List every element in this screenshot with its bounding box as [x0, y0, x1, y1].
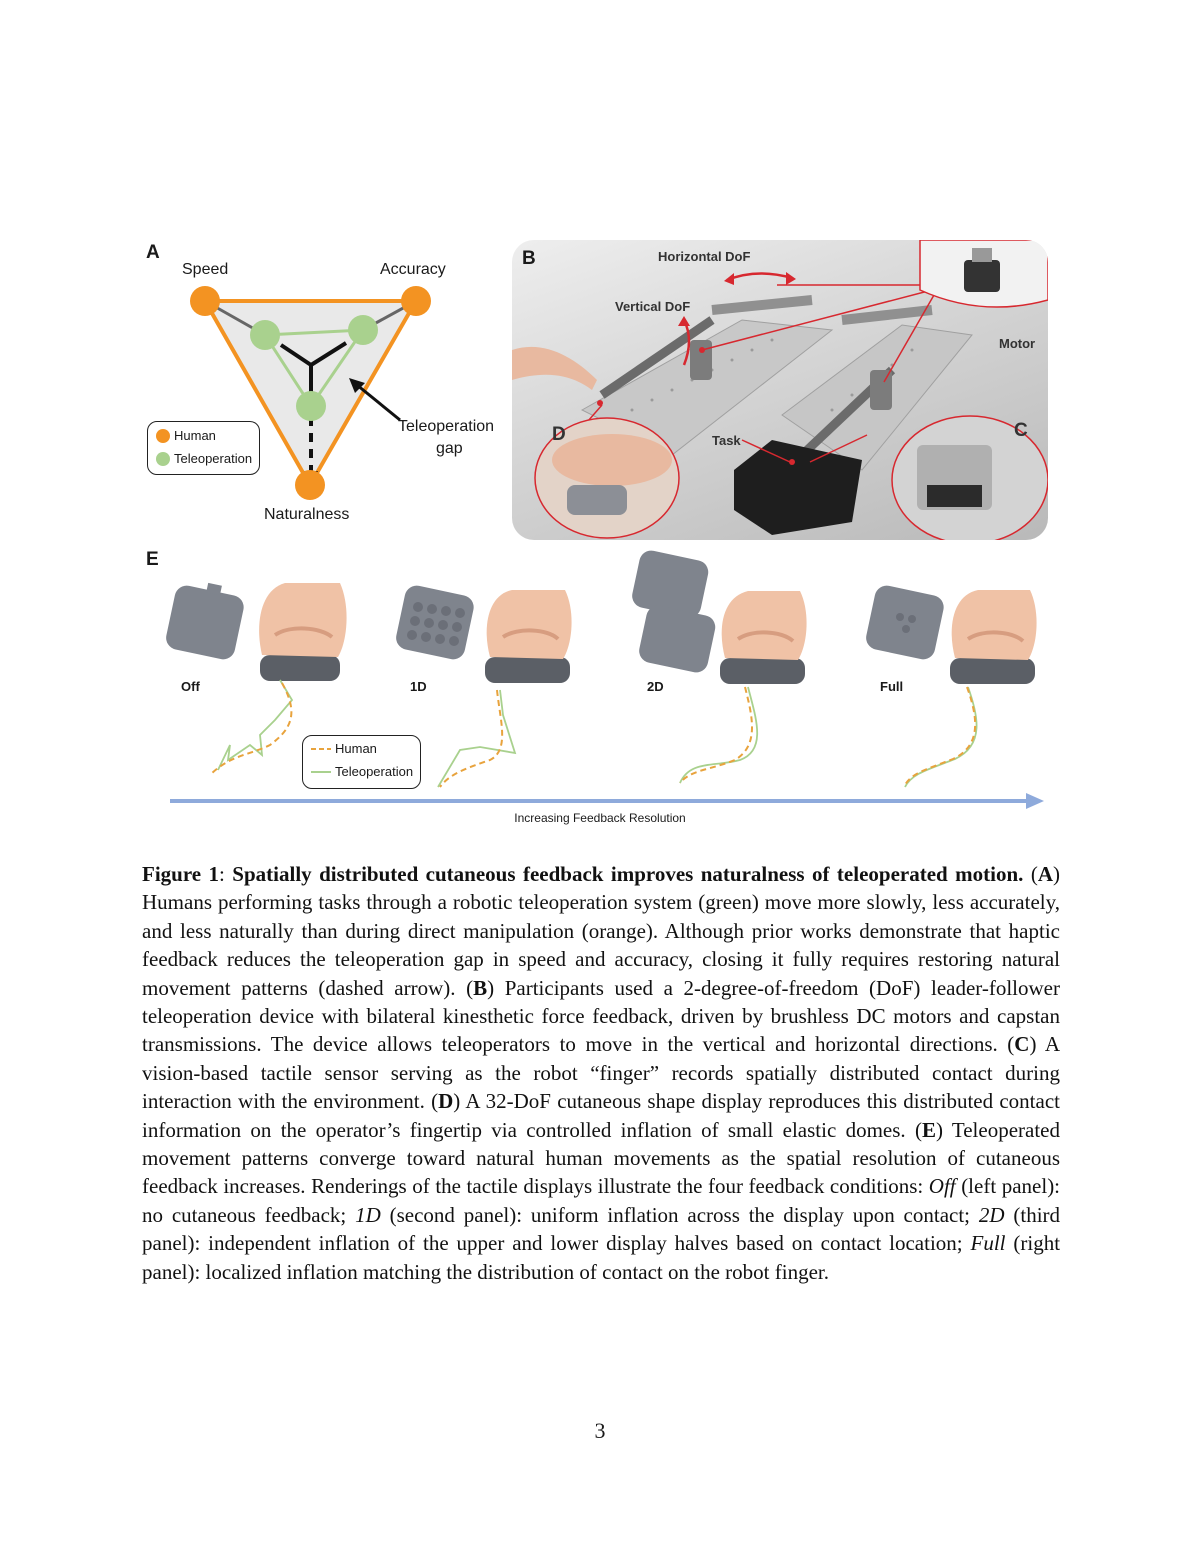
full-teleop-path [904, 686, 978, 788]
caption-label-a: A [1037, 862, 1053, 886]
caption-text-e-2: (left panel): no cutaneous feedback; [142, 1174, 1061, 1227]
human-trajectory-legend: Human [335, 741, 377, 756]
condition-2d-label: 2D [647, 679, 664, 694]
caption-text-c: A vision-based tactile sensor serving as… [142, 1032, 1060, 1114]
1d-display [396, 585, 572, 683]
caption-label-d: D [438, 1089, 454, 1114]
figure-caption: Figure 1: Spatially distributed cutaneou… [142, 862, 1061, 1284]
teleop-legend-label: Teleoperation [174, 451, 253, 466]
off-teleop-path [217, 679, 294, 771]
human-naturalness-dot [295, 470, 325, 500]
motor-label: Motor [999, 336, 1036, 351]
leader-arm-top [711, 295, 813, 315]
teleop-legend-marker [156, 452, 170, 466]
feedback-resolution-label: Increasing Feedback Resolution [514, 811, 686, 825]
caption-text-e-1: Teleoperated movement patterns converge … [142, 1117, 1060, 1199]
human-legend-marker [156, 429, 170, 443]
condition-off-label: Off [181, 679, 200, 694]
human-legend-label: Human [174, 428, 216, 443]
figure-label: Figure 1 [142, 862, 220, 886]
gap-pointer-arrow [349, 378, 401, 422]
leader-arm [599, 316, 715, 399]
human-speed-dot [190, 286, 220, 316]
follower-motor-body [870, 370, 892, 410]
horizontal-dof-label: Horizontal DoF [658, 249, 751, 264]
panel-e-letter: E [146, 549, 159, 570]
term-full: Full [970, 1231, 1006, 1256]
feedback-resolution-arrow [170, 793, 1044, 809]
condition-1d-label: 1D [410, 679, 427, 694]
inset-c-letter: C [1014, 420, 1028, 441]
term-off: Off [928, 1174, 956, 1199]
teleop-triangle [262, 328, 366, 409]
human-accuracy-dot [401, 286, 431, 316]
motor-pointer-2 [701, 289, 933, 351]
full-display [866, 585, 1037, 684]
term-1d: 1D [355, 1202, 381, 1227]
caption-text-a: Humans performing tasks through a roboti… [142, 890, 1060, 1000]
tactile-display-renderings [166, 550, 1037, 684]
sensor-pointer [809, 434, 868, 463]
triangle-diagram [190, 286, 431, 500]
caption-text-e-4: (third panel): independent inflation of … [142, 1202, 1061, 1256]
follower-arm-top [841, 305, 933, 325]
movement-trajectories [209, 679, 978, 788]
center-spoke-2 [309, 341, 348, 367]
task-box [734, 440, 862, 535]
teleop-trajectory-legend: Teleoperation [335, 764, 414, 779]
panel-b-letter: B [522, 248, 536, 269]
leader-motor-body [690, 340, 712, 380]
caption-text-d: A 32-DoF cutaneous shape display reprodu… [142, 1089, 1060, 1142]
inset-d-letter: D [552, 424, 566, 445]
teleoperation-gap-label-line2: gap [436, 440, 463, 457]
teleoperation-gap-label-line1: Teleoperation [398, 418, 495, 435]
panel-a-letter: A [146, 242, 160, 263]
2d-human-path [679, 686, 753, 784]
caption-label-b: B [473, 975, 488, 1000]
term-2d: 2D [978, 1202, 1005, 1227]
center-spoke-1 [279, 343, 313, 367]
panel-e-legend: Human Teleoperation [302, 735, 421, 789]
horizontal-dof-arrow [726, 272, 793, 282]
teleop-naturalness-dot [296, 391, 326, 421]
task-pointer [741, 439, 791, 463]
caption-text-e-5: (right panel): localized inflation match… [142, 1231, 1061, 1284]
accuracy-label: Accuracy [380, 261, 446, 278]
figure-title: Spatially distributed cutaneous feedback… [232, 862, 1024, 886]
1d-human-path [439, 689, 504, 788]
plate-holes [630, 338, 914, 412]
1d-teleop-path [437, 689, 517, 788]
speed-label: Speed [182, 261, 229, 278]
full-human-path [903, 686, 977, 788]
condition-full-label: Full [880, 679, 904, 694]
caption-label-c: C [1014, 1032, 1030, 1057]
task-label: Task [712, 433, 741, 448]
motor-pointer-3 [883, 294, 935, 383]
panel-a-legend: Human Teleoperation [147, 421, 260, 475]
teleop-speed-dot [250, 320, 280, 350]
caption-text-b: Participants used a 2-degree-of-freedom … [142, 975, 1060, 1057]
2d-display [632, 550, 807, 684]
vertical-dof-label: Vertical DoF [615, 299, 691, 314]
teleoperation-device-photo: B Horizontal DoF Vertical DoF Motor Task… [512, 240, 1048, 540]
operator-hand [512, 346, 597, 390]
off-display [166, 582, 347, 681]
teleop-accuracy-dot [348, 315, 378, 345]
off-human-path [209, 682, 293, 776]
caption-text-e-3: (second panel): uniform inflation across… [389, 1202, 971, 1227]
page-number: 3 [594, 1418, 606, 1443]
caption-label-e: E [921, 1117, 936, 1142]
naturalness-label: Naturalness [264, 506, 350, 523]
2d-teleop-path [679, 686, 759, 784]
